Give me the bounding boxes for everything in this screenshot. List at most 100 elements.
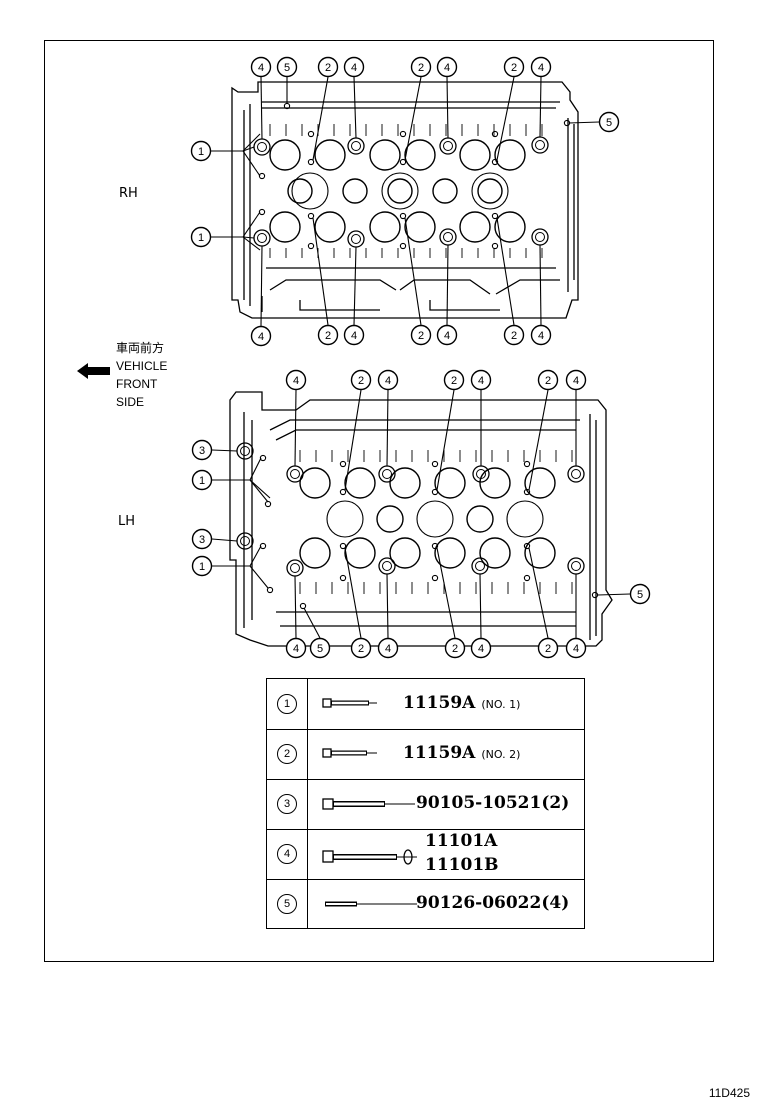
port	[389, 467, 421, 499]
direction-en-3: SIDE	[116, 395, 145, 409]
small-hole	[259, 454, 267, 462]
port	[477, 178, 503, 204]
leader-line	[386, 389, 389, 467]
leader-line	[539, 76, 542, 138]
bolt-hole	[439, 137, 457, 155]
callout-number: 2	[358, 375, 364, 387]
bolt-hole	[439, 228, 457, 246]
port	[404, 139, 436, 171]
callout-circle	[377, 637, 399, 659]
callout-number: 1	[198, 232, 204, 244]
bolt-hole	[240, 446, 250, 456]
small-hole	[339, 488, 347, 496]
bolt-hole	[257, 233, 267, 243]
part-number-1: 11159A	[403, 693, 476, 713]
parts-legend-table: 1 11159A(NO. 1) 2 11159A(NO. 2) 3 90105-…	[266, 678, 585, 929]
callout-number: 4	[444, 62, 450, 74]
direction-en-1: VEHICLE	[116, 359, 168, 373]
callout-circle	[250, 325, 272, 347]
port	[369, 139, 401, 171]
port	[269, 211, 301, 243]
key-5-circle: 5	[277, 893, 297, 914]
small-hole	[258, 208, 266, 216]
bolt-hole	[443, 232, 453, 242]
arrow-left-icon	[77, 363, 110, 379]
callout-number: 4	[573, 375, 579, 387]
leader-line	[294, 389, 297, 467]
port	[376, 505, 404, 533]
bolt-hole	[257, 142, 267, 152]
port	[314, 139, 346, 171]
leader-line	[211, 449, 238, 452]
leader-line	[528, 389, 549, 491]
callout-circle	[285, 369, 307, 391]
callout-circle	[191, 528, 213, 550]
small-hole	[307, 242, 315, 250]
callout-circle	[190, 226, 212, 248]
callout-circle	[410, 324, 432, 346]
leader-line	[249, 457, 262, 481]
leader-line	[386, 573, 389, 639]
port-ring	[471, 172, 509, 210]
callout-circle	[565, 637, 587, 659]
bolt-hole	[290, 563, 300, 573]
port	[314, 211, 346, 243]
lh-gallery	[269, 419, 580, 627]
port	[287, 178, 313, 204]
leader-line	[249, 479, 269, 503]
callout-number: 4	[258, 62, 264, 74]
port	[369, 211, 401, 243]
leader-line	[242, 236, 255, 239]
callout-number: 4	[385, 375, 391, 387]
leader-line	[568, 121, 600, 124]
leader-line	[294, 575, 297, 639]
small-hole	[339, 460, 347, 468]
callout-circle	[537, 369, 559, 391]
bolt-hole	[253, 138, 271, 156]
callout-number: 4	[538, 330, 544, 342]
leader-line	[211, 538, 238, 542]
leader-line	[344, 547, 362, 639]
bolt-hole	[240, 536, 250, 546]
callout-number: 5	[637, 589, 643, 601]
part-number-4b: 11101B	[425, 855, 499, 875]
port	[494, 211, 526, 243]
port	[344, 537, 376, 569]
small-hole	[491, 242, 499, 250]
callout-circle	[436, 324, 458, 346]
legend-row-2: 2 11159A(NO. 2)	[267, 729, 584, 780]
leader-line	[436, 389, 455, 491]
direction-jp: 車両前方	[116, 341, 165, 355]
diagram-code: 11D425	[708, 1086, 750, 1100]
callout-circle	[317, 56, 339, 78]
callout-circle	[309, 637, 331, 659]
small-hole	[523, 542, 531, 550]
bolt-with-washer-icon	[322, 849, 417, 865]
callout-circle	[530, 324, 552, 346]
callout-number: 2	[358, 643, 364, 655]
callout-number: 1	[199, 561, 205, 573]
small-hole	[307, 158, 315, 166]
port-ring	[416, 500, 454, 538]
callout-circle	[191, 555, 213, 577]
small-hole	[431, 574, 439, 582]
leader-line	[312, 76, 329, 161]
bolt-hole	[476, 469, 486, 479]
port-ring	[506, 500, 544, 538]
part-number-3: 90105-10521(2)	[416, 793, 570, 813]
callout-number: 4	[351, 62, 357, 74]
bolt-hole	[535, 232, 545, 242]
port	[342, 178, 368, 204]
small-hole	[491, 130, 499, 138]
leader-line	[249, 545, 262, 567]
bolt-hole	[567, 465, 585, 483]
leader-line	[479, 573, 482, 639]
leader-line	[242, 211, 261, 238]
bolt-hole	[351, 141, 361, 151]
leader-line	[496, 76, 515, 161]
callout-circle	[343, 324, 365, 346]
rh-lower-edge	[261, 296, 500, 312]
bolt-hole	[571, 469, 581, 479]
callout-circle	[276, 56, 298, 78]
